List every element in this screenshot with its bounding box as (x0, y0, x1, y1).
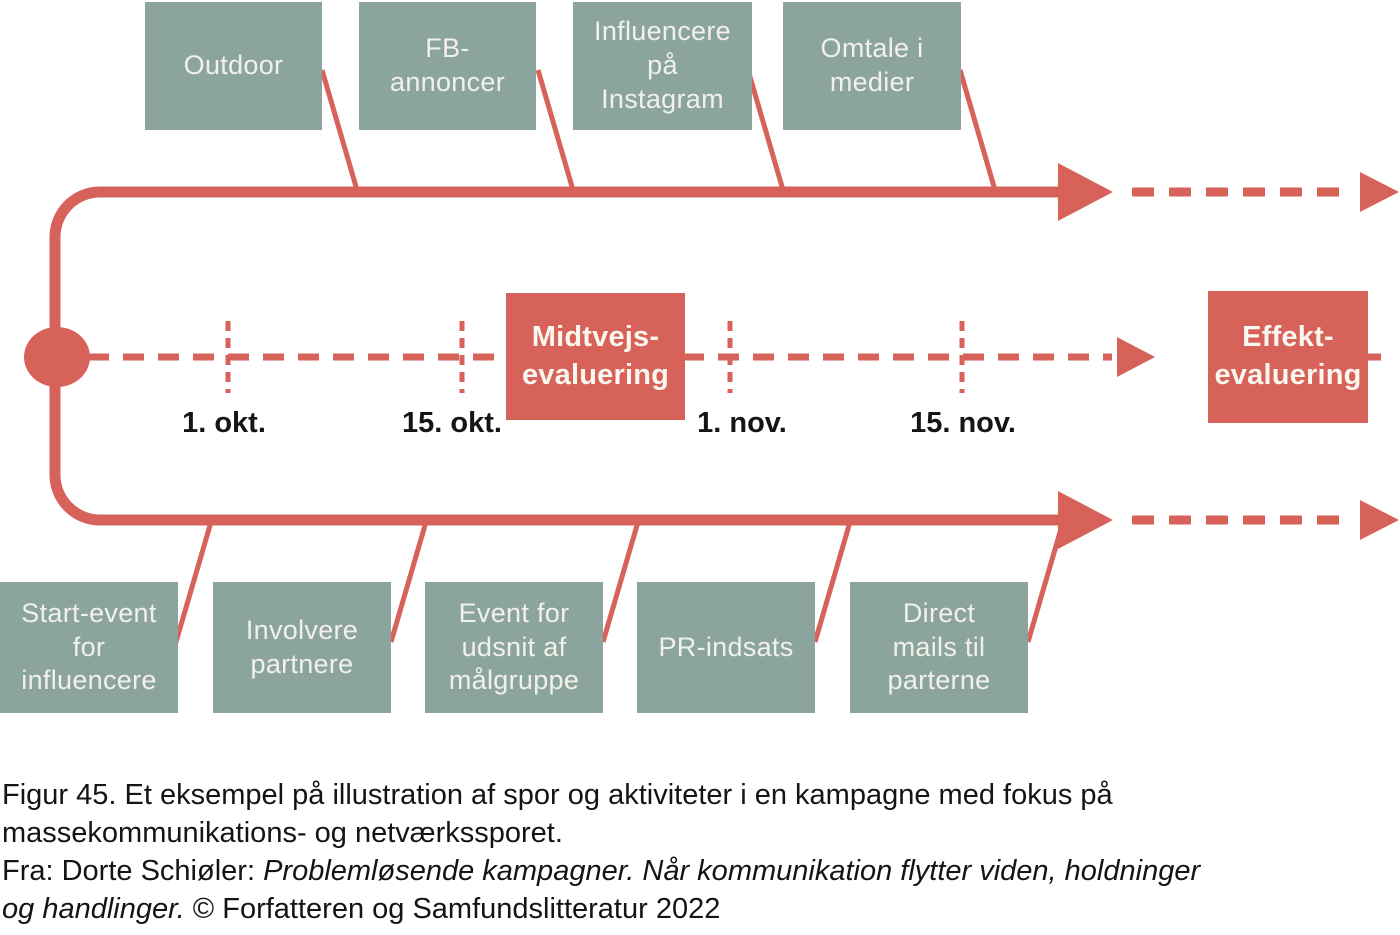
caption-source-prefix: Fra: Dorte Schiøler: (2, 855, 264, 887)
top-rail-arrowhead (1058, 163, 1113, 221)
caption-line-3: Fra: Dorte Schiøler: Problemløsende kamp… (2, 852, 1332, 890)
bottom-edge-arrowhead (1360, 500, 1399, 540)
activity-box-outdoor: Outdoor (145, 2, 322, 130)
activity-box-influencere-instagram: Influencere på Instagram (573, 2, 752, 130)
date-label-15-nov: 15. nov. (910, 407, 1016, 439)
connector-event-for (600, 521, 641, 643)
caption-line-1: Figur 45. Et eksempel på illustration af… (2, 779, 1113, 811)
connector-start-event (173, 521, 214, 643)
connector-fb-annoncer (535, 69, 576, 191)
connector-omtale (957, 69, 998, 191)
activity-box-event-for-udsnit: Event for udsnit af målgruppe (425, 582, 603, 713)
connector-involvere (388, 521, 429, 643)
activity-box-direct-mails: Direct mails til parterne (850, 582, 1028, 713)
timeline-arrowhead (1117, 337, 1155, 377)
milestone-box-effektevaluering: Effekt- evaluering (1208, 291, 1368, 423)
caption-book-title-part1: Problemløsende kampagner. Når kommunikat… (263, 855, 1201, 887)
figure-caption: Figur 45. Et eksempel på illustration af… (2, 776, 1332, 928)
activity-box-involvere-partnere: Involvere partnere (213, 582, 391, 713)
activity-box-pr-indsats: PR-indsats (637, 582, 815, 713)
top-edge-arrowhead (1360, 172, 1399, 212)
caption-line-4: og handlinger. © Forfatteren og Samfunds… (2, 890, 1332, 928)
caption-copyright: © Forfatteren og Samfundslitteratur 2022 (184, 893, 721, 925)
milestone-box-midtvejsevaluering: Midtvejs- evaluering (506, 293, 685, 420)
connector-pr-indsats (812, 521, 853, 643)
connector-outdoor (319, 69, 360, 191)
date-label-1-okt: 1. okt. (182, 407, 266, 439)
activity-box-omtale-i-medier: Omtale i medier (783, 2, 961, 130)
bottom-rail-arrowhead (1058, 491, 1113, 549)
activity-box-start-event: Start-event for influencere (0, 582, 178, 713)
caption-book-title-part2: og handlinger. (2, 893, 185, 925)
caption-line-2: massekommunikations- og netværkssporet. (2, 817, 563, 849)
connector-direct-mails (1025, 521, 1066, 643)
date-label-15-okt: 15. okt. (402, 407, 502, 439)
activity-box-fb-annoncer: FB- annoncer (359, 2, 536, 130)
connector-influencere (745, 69, 786, 191)
date-label-1-nov: 1. nov. (697, 407, 787, 439)
start-node-circle (24, 327, 90, 387)
